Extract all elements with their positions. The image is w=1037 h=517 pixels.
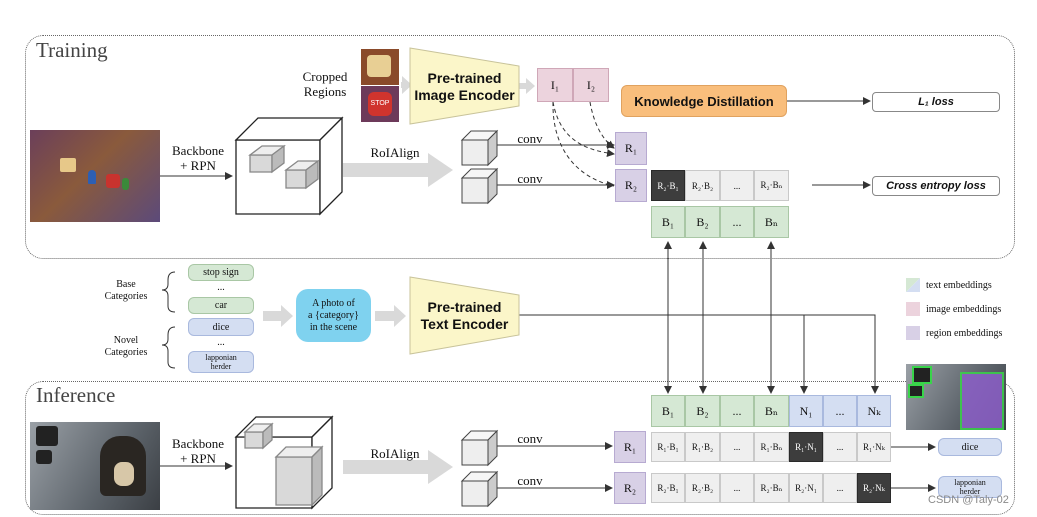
text-encoder-shape — [409, 276, 520, 355]
train-roi-cube-2 — [460, 167, 499, 205]
inference-score-cell: R₂·B₁ — [651, 473, 685, 503]
training-section — [25, 35, 1015, 259]
inference-score-cell: ... — [823, 473, 857, 503]
text-encoder-label: Pre-trained Text Encoder — [420, 299, 509, 332]
prompt-template-box: A photo of a {category} in the scene — [296, 289, 371, 342]
legend-region-embeddings: region embeddings — [926, 328, 1003, 339]
base-categories-label: Base Categories — [104, 279, 148, 302]
training-title: Training — [36, 38, 108, 62]
train-feature-cube — [234, 116, 344, 216]
crop-dice-image — [361, 49, 399, 85]
stop-sign-icon: STOP — [368, 92, 392, 116]
text-embedding-cell: ... — [720, 206, 754, 238]
output-label-dice: dice — [938, 438, 1002, 456]
inference-feature-cube — [234, 415, 334, 510]
inference-embedding-cell: Nₖ — [857, 395, 891, 427]
inference-score-cell: R₁·Bₙ — [754, 432, 789, 462]
region-embedding-r2: R₂ — [615, 169, 647, 202]
inference-embedding-cell: B₁ — [651, 395, 685, 427]
crop-arrow — [401, 76, 412, 94]
image-encoder-label: Pre-trained Image Encoder — [414, 70, 515, 103]
text-embedding-cell: B₁ — [651, 206, 685, 238]
train-score-cell: R₂·B₁ — [651, 170, 685, 201]
inference-score-cell: R₂·B₂ — [685, 473, 720, 503]
inference-region-r1: R₁ — [614, 431, 646, 463]
inference-output-image — [906, 364, 1006, 430]
category-ellipsis: ... — [217, 337, 225, 348]
inference-score-cell: R₁·B₂ — [685, 432, 720, 462]
legend-text-embeddings: text embeddings — [926, 280, 992, 291]
inference-score-cell: R₂·N₁ — [789, 473, 823, 503]
inference-score-cell: R₁·B₁ — [651, 432, 685, 462]
category-car: car — [188, 297, 254, 314]
train-conv2-label: conv — [517, 171, 543, 186]
inference-embedding-cell: Bₙ — [754, 395, 789, 427]
inference-score-cell: ... — [823, 432, 857, 462]
watermark: CSDN @Taly-02 — [928, 494, 1009, 506]
text-embedding-cell: Bₙ — [754, 206, 789, 238]
image-embedding-i1: I₁ — [537, 68, 573, 102]
category-stop-sign: stop sign — [188, 264, 254, 281]
train-score-cell: ... — [720, 170, 754, 201]
inference-title: Inference — [36, 383, 116, 407]
cropped-regions-label: Cropped Regions — [302, 69, 348, 99]
inference-score-cell: R₂·Bₙ — [754, 473, 789, 503]
train-score-cell: R₂·Bₙ — [754, 170, 789, 201]
legend-swatches — [906, 278, 920, 340]
text-embedding-cell: B₂ — [685, 206, 720, 238]
novel-categories-label: Novel Categories — [104, 335, 148, 358]
inference-backbone-label: Backbone + RPN — [172, 436, 224, 466]
inference-embedding-cell: ... — [720, 395, 754, 427]
encoder-out-arrow — [519, 78, 535, 94]
region-embedding-r1: R₁ — [615, 132, 647, 165]
train-roialign-arrow — [343, 153, 453, 187]
category-ellipsis: ... — [217, 282, 225, 293]
cross-entropy-loss-box: Cross entropy loss — [872, 176, 1000, 196]
inference-score-cell: ... — [720, 432, 754, 462]
inference-conv1-label: conv — [517, 431, 543, 446]
inference-embedding-cell: B₂ — [685, 395, 720, 427]
train-conv1-label: conv — [517, 131, 543, 146]
inference-roi-cube-1 — [460, 429, 499, 467]
inference-conv2-label: conv — [517, 473, 543, 488]
image-encoder-shape — [409, 47, 520, 125]
train-backbone-label: Backbone + RPN — [172, 143, 224, 173]
train-score-cell: R₂·B₂ — [685, 170, 720, 201]
inference-score-cell: R₁·N₁ — [789, 432, 823, 462]
inference-roi-cube-2 — [460, 470, 499, 508]
inference-section — [25, 381, 1015, 515]
inference-embedding-cell: ... — [823, 395, 857, 427]
train-input-image — [30, 130, 160, 222]
inference-region-r2: R₂ — [614, 472, 646, 504]
train-roialign-label: RoIAlign — [370, 145, 420, 160]
inference-embedding-cell: N₁ — [789, 395, 823, 427]
inference-input-image — [30, 422, 160, 510]
inference-score-cell: R₂·Nₖ — [857, 473, 891, 503]
crop-stop-image: STOP — [361, 86, 399, 122]
inference-score-cell: R₁·Nₖ — [857, 432, 891, 462]
image-embedding-i2: I₂ — [573, 68, 609, 102]
category-dice: dice — [188, 318, 254, 336]
knowledge-distillation-box: Knowledge Distillation — [621, 85, 787, 117]
legend-image-embeddings: image embeddings — [926, 304, 1002, 315]
category-lapponian-herder: lapponian herder — [188, 351, 254, 373]
inference-roialign-label: RoIAlign — [370, 446, 420, 461]
inference-score-cell: ... — [720, 473, 754, 503]
train-roi-cube-1 — [460, 129, 499, 167]
l1-loss-box: L₁ loss — [872, 92, 1000, 112]
output-label-lapponian-herder: lapponian herder — [938, 476, 1002, 498]
